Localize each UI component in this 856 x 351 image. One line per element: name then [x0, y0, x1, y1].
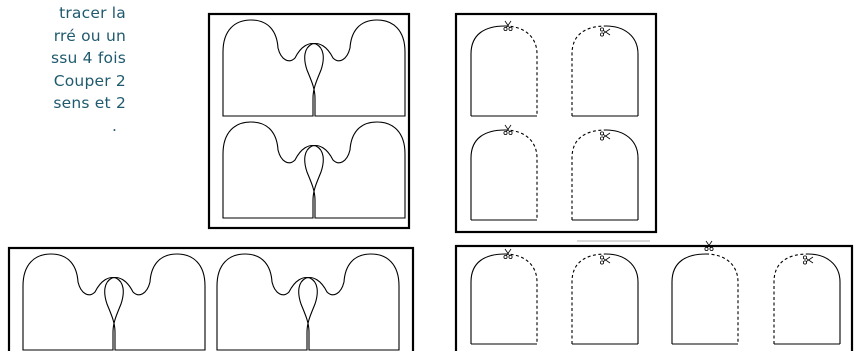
instruction-line: Couper 2 [53, 71, 126, 90]
instruction-line: ssu 4 fois [50, 49, 126, 67]
scissors-icon [600, 131, 611, 141]
instruction-line: . [112, 116, 118, 135]
instruction-line: sens et 2 [53, 94, 126, 112]
instruction-line: tracer la [59, 4, 126, 22]
instruction-text: tracer la rré ou un ssu 4 fois Couper 2 … [0, 2, 126, 137]
panel-four-mittens-cut-stacked [454, 12, 658, 234]
scissors-icon [600, 27, 611, 37]
scissors-icon [600, 255, 611, 265]
panel-four-mittens-stacked [207, 12, 411, 230]
panel-four-mittens-cut-row [454, 240, 854, 351]
panel-four-mittens-row [7, 246, 415, 351]
instruction-line: rré ou un [53, 26, 126, 45]
scissors-icon [803, 255, 814, 265]
